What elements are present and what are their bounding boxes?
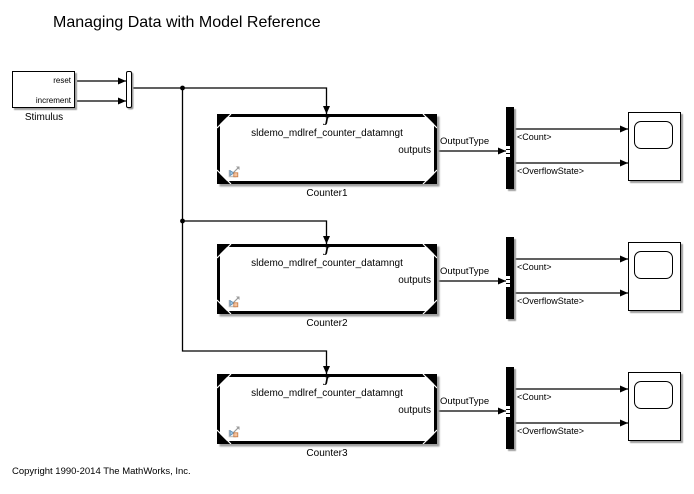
block-name-counter3[interactable]: Counter3 — [306, 448, 348, 459]
counter3-model-block[interactable]: ƒ sldemo_mdlref_counter_datamngt outputs — [217, 374, 437, 444]
function-call-trigger-icon: ƒ — [324, 375, 330, 386]
scope-screen — [634, 121, 673, 149]
bus-selector-input-port — [506, 276, 510, 287]
model-block-corner-marks — [217, 374, 437, 444]
signal-label-outputtype[interactable]: OutputType — [440, 396, 490, 407]
scope-block[interactable] — [628, 112, 681, 181]
output-port-label: outputs — [398, 275, 431, 286]
bus-selector-input-port — [506, 406, 510, 417]
bus-creator-block[interactable] — [126, 71, 132, 108]
output-port-label: outputs — [398, 405, 431, 416]
signal-label-count: <Count> — [517, 392, 552, 402]
bus-selector-block[interactable] — [506, 237, 514, 319]
stimulus-block[interactable]: reset increment — [12, 71, 75, 108]
signal-label-outputtype[interactable]: OutputType — [440, 136, 490, 147]
model-block-corner-marks — [217, 244, 437, 314]
referenced-model-name: sldemo_mdlref_counter_datamngt — [251, 258, 403, 269]
copyright-annotation: Copyright 1990-2014 The MathWorks, Inc. — [12, 466, 191, 477]
referenced-model-name: sldemo_mdlref_counter_datamngt — [251, 128, 403, 139]
signal-label-overflowstate: <OverflowState> — [517, 296, 585, 306]
counter2-model-block[interactable]: ƒ sldemo_mdlref_counter_datamngt outputs — [217, 244, 437, 314]
signal-line-trigger-counter1[interactable] — [133, 87, 330, 114]
block-name-counter2[interactable]: Counter2 — [306, 318, 348, 329]
diagram-title: Managing Data with Model Reference — [53, 14, 321, 31]
port-label-increment: increment — [35, 95, 71, 105]
output-port-label: outputs — [398, 145, 431, 156]
bus-selector-block[interactable] — [506, 107, 514, 189]
function-call-trigger-icon: ƒ — [324, 115, 330, 126]
bus-selector-input-port — [506, 146, 510, 157]
branch-dot — [180, 218, 185, 224]
bus-selector-block[interactable] — [506, 367, 514, 449]
model-reference-badge-icon[interactable] — [227, 425, 241, 439]
referenced-model-name: sldemo_mdlref_counter_datamngt — [251, 388, 403, 399]
block-name-stimulus[interactable]: Stimulus — [24, 112, 64, 123]
scope-block[interactable] — [628, 372, 681, 441]
signal-label-outputtype[interactable]: OutputType — [440, 266, 490, 277]
branch-dot — [180, 85, 185, 91]
signal-label-count: <Count> — [517, 132, 552, 142]
scope-screen — [634, 381, 673, 409]
function-call-trigger-icon: ƒ — [324, 245, 330, 256]
scope-screen — [634, 251, 673, 279]
scope-block[interactable] — [628, 242, 681, 311]
signal-label-count: <Count> — [517, 262, 552, 272]
signal-label-overflowstate: <OverflowState> — [517, 426, 585, 436]
port-label-reset: reset — [53, 75, 71, 85]
model-block-corner-marks — [217, 114, 437, 184]
block-name-counter1[interactable]: Counter1 — [306, 188, 348, 199]
model-reference-badge-icon[interactable] — [227, 295, 241, 309]
signal-label-overflowstate: <OverflowState> — [517, 166, 585, 176]
signal-line-trigger-counter2[interactable] — [182, 220, 330, 244]
model-reference-badge-icon[interactable] — [227, 165, 241, 179]
counter1-model-block[interactable]: ƒ sldemo_mdlref_counter_datamngt outputs — [217, 114, 437, 184]
